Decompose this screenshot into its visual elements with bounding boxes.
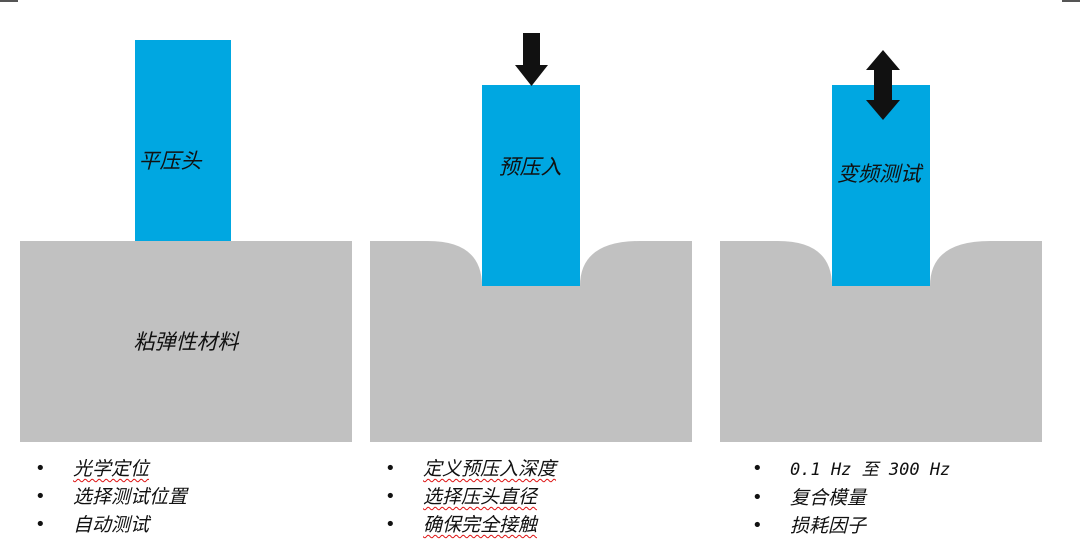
list-item: 损耗因子 [752,512,950,540]
material-block-indented [720,241,1042,442]
oscillating-indenter [832,85,930,286]
list-item: 0.1 Hz 至 300 Hz [752,455,950,484]
list-item: 选择测试位置 [35,483,187,511]
material-label: 粘弹性材料 [134,330,240,354]
list-item: 光学定位 [35,455,187,483]
bullet-list-3: 0.1 Hz 至 300 Hz 复合模量 损耗因子 [752,455,950,540]
list-item: 确保完全接触 [385,511,556,539]
panel-flat-punch: 平压头 粘弹性材料 [20,40,352,442]
bullet-list-1: 光学定位 选择测试位置 自动测试 [35,455,187,539]
list-item: 定义预压入深度 [385,455,556,483]
indenter-label-2: 预压入 [499,155,562,179]
list-item: 选择压头直径 [385,483,556,511]
flat-punch-indenter [135,40,231,241]
corner-mark-left [0,0,18,2]
list-item: 自动测试 [35,511,187,539]
list-item: 复合模量 [752,484,950,512]
panel-frequency-test: 变频测试 [720,50,1042,442]
bullet-list-2: 定义预压入深度 选择压头直径 确保完全接触 [385,455,556,539]
down-arrow-icon [515,33,548,86]
material-block [20,241,352,442]
double-vertical-arrow-icon [866,50,900,120]
panel-pre-indentation: 预压入 [370,33,692,442]
material-block-indented [370,241,692,442]
indenter-label-1: 平压头 [139,149,203,173]
pre-indent-indenter [482,85,580,286]
indenter-label-3: 变频测试 [837,162,924,186]
corner-mark-right [1062,0,1080,2]
